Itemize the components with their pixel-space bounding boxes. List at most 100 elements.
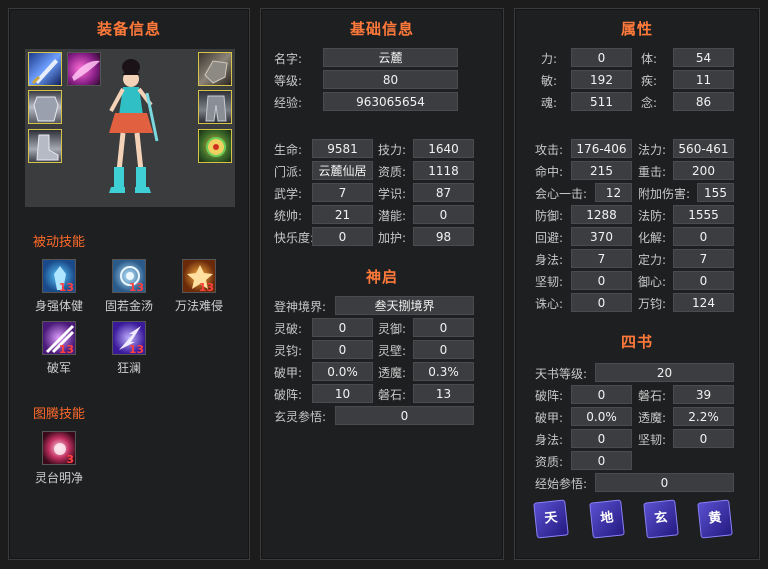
book-huang-icon[interactable]: 黄 [697,499,733,539]
combat-value: 0 [673,227,734,246]
stat-label: 加护: [378,231,407,245]
primary-label: 疾: [641,74,658,88]
primary-label: 敏: [541,74,558,88]
shenqi-label: 破阵: [274,388,303,402]
shenqi-value: 0 [413,318,474,337]
skill-pojun[interactable]: 13 破军 [29,321,89,376]
stat-label: 生命: [274,143,303,157]
basic-info-title: 基础信息 [349,20,414,38]
weapon-slot[interactable] [28,52,62,86]
tianshu-value: 20 [595,363,734,382]
shenqi-label: 灵破: [274,322,303,336]
amulet-slot[interactable] [198,129,232,163]
combat-label: 会心一击: [535,187,588,201]
armor-slot[interactable] [28,90,62,124]
passive-skills-title: 被动技能 [33,235,86,250]
skill-name: 固若金汤 [104,299,153,313]
feather-icon [72,60,100,81]
combat-value: 176-406 [571,139,632,158]
primary-value: 11 [673,70,734,89]
combat-label: 御心: [638,275,667,289]
tianshu-label: 天书等级: [535,367,588,381]
equipment-frame [25,49,235,207]
totem-skills-title: 图腾技能 [33,407,86,422]
stat-label: 武学: [274,187,303,201]
armor-icon [33,96,59,122]
combat-value: 200 [673,161,734,180]
primary-label: 魂: [541,96,558,110]
skill-wanfa[interactable]: 13 万法难侵 [169,259,229,314]
primary-label: 力: [541,52,558,66]
stat-value: 云麓仙居 [312,161,373,180]
attributes-title: 属性 [620,20,653,38]
shenqi-title: 神启 [365,268,398,286]
combat-label: 命中: [535,165,564,179]
skill-level: 13 [198,281,214,293]
book-di-icon[interactable]: 地 [589,499,625,539]
boots-slot[interactable] [28,129,62,163]
shenqi-value: 13 [413,384,474,403]
gloves-icon [204,60,228,84]
combat-label: 防御: [535,209,564,223]
sishu-label: 破阵: [535,389,564,403]
combat-label: 回避: [535,231,564,245]
book-tian-icon[interactable]: 天 [533,499,569,539]
shenqi-value: 0 [413,340,474,359]
book-xuan-icon[interactable]: 玄 [643,499,679,539]
combat-value: 0 [571,293,632,312]
skill-kuanglan[interactable]: 13 狂澜 [99,321,159,376]
stat-value: 0 [312,227,373,246]
skill-name: 灵台明净 [34,471,83,485]
skill-level: 3 [66,453,74,465]
combat-label: 重击: [638,165,667,179]
sishu-label: 身法: [535,433,564,447]
primary-value: 86 [673,92,734,111]
combat-label: 化解: [638,231,667,245]
sishu-value: 0 [673,429,734,448]
skill-name: 身强体健 [34,299,83,313]
stat-value: 21 [312,205,373,224]
shenqi-label: 灵钧: [274,344,303,358]
shenqi-label: 透魔: [378,366,407,380]
combat-value: 370 [571,227,632,246]
primary-value: 54 [673,48,734,67]
shenqi-label: 破甲: [274,366,303,380]
name-label: 名字: [274,52,303,66]
shenqi-value: 0 [312,318,373,337]
combat-label: 定力: [638,253,667,267]
skill-level: 13 [128,281,144,293]
skill-shenqiang[interactable]: 13 身强体健 [29,259,89,314]
combat-value: 0 [673,271,734,290]
realm-value: 叁天捌境界 [335,296,474,315]
accessory-slot[interactable] [67,52,101,86]
skill-name: 狂澜 [116,361,141,375]
combat-value: 215 [571,161,632,180]
combat-value: 124 [673,293,734,312]
shenqi-label: 灵御: [378,322,407,336]
stat-value: 98 [413,227,474,246]
combat-label: 万钧: [638,297,667,311]
xuanling-value: 0 [335,406,474,425]
equipment-panel: 装备信息 [8,8,250,560]
sishu-label: 破甲: [535,411,564,425]
stat-label: 潜能: [378,209,407,223]
shenqi-value: 10 [312,384,373,403]
stat-value: 87 [413,183,474,202]
stat-value: 1118 [413,161,474,180]
sishu-value: 0.0% [571,407,632,426]
skill-lingtai[interactable]: 3 灵台明净 [29,431,89,486]
combat-label: 坚韧: [535,275,564,289]
skill-guruo[interactable]: 13 固若金汤 [99,259,159,314]
pants-slot[interactable] [198,90,232,124]
combat-label: 诛心: [535,297,564,311]
shenqi-value: 0.3% [413,362,474,381]
combat-value: 155 [697,183,734,202]
combat-label: 法防: [638,209,667,223]
sishu-value: 39 [673,385,734,404]
amulet-icon [206,137,226,157]
stat-label: 资质: [378,165,407,179]
combat-label: 攻击: [535,143,564,157]
gloves-slot[interactable] [198,52,232,86]
realm-label: 登神境界: [274,300,327,314]
attributes-panel: 属性 力: 0 体: 54 敏: 192 疾: 11 魂: 511 念: 86 … [514,8,760,560]
